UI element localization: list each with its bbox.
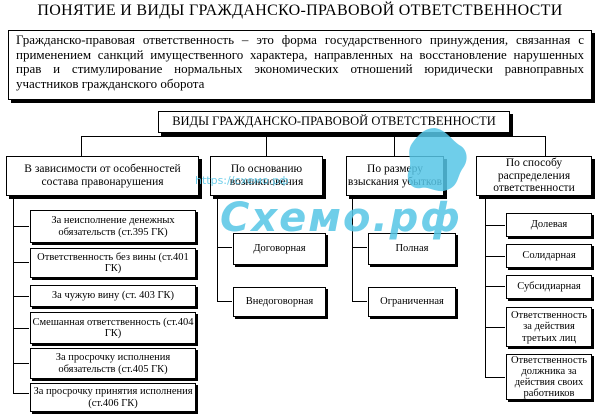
connector-line — [485, 256, 505, 257]
connector-line — [352, 199, 353, 301]
list-item-monetary-obligations: За неисполнение денежных обязательств (с… — [30, 210, 196, 243]
list-item-limited: Ограниченная — [368, 287, 456, 317]
connector-line — [334, 134, 335, 137]
connector-line — [217, 247, 232, 248]
list-item-joint: Солидарная — [506, 244, 592, 268]
connector-line — [485, 327, 505, 328]
list-item-third-parties: Ответственность за действия третьих лиц — [506, 307, 592, 347]
connector-line — [13, 226, 29, 227]
category-box-basis: По основанию возникновения — [210, 156, 323, 196]
connector-line — [13, 363, 29, 364]
types-header-box: ВИДЫ ГРАЖДАНСКО-ПРАВОВОЙ ОТВЕТСТВЕННОСТИ — [158, 111, 510, 133]
connector-line — [217, 199, 218, 301]
connector-line — [485, 225, 505, 226]
list-item-contractual: Договорная — [233, 233, 326, 265]
connector-line — [13, 393, 29, 394]
definition-box: Гражданско-правовая ответственность – эт… — [8, 30, 592, 100]
category-box-damages-size: По размеру взыскания убытков — [346, 156, 444, 196]
list-item-no-fault: Ответственность без вины (ст.401 ГК) — [30, 248, 196, 278]
connector-line — [485, 377, 505, 378]
connector-line — [81, 136, 545, 137]
list-item-performance-delay: За просрочку исполнения обязательств (ст… — [30, 348, 196, 379]
connector-line — [81, 136, 82, 156]
connector-line — [266, 136, 267, 156]
list-item-shared: Долевая — [506, 213, 592, 237]
connector-line — [13, 328, 29, 329]
list-item-subsidiary: Субсидиарная — [506, 275, 592, 299]
category-box-distribution: По способу распределения ответственности — [476, 156, 592, 196]
list-item-full: Полная — [368, 233, 456, 265]
connector-line — [394, 136, 395, 156]
category-box-composition: В зависимости от особенностей состава пр… — [6, 156, 199, 196]
list-item-acceptance-delay: За просрочку принятия исполнения (ст.406… — [30, 383, 196, 412]
connector-line — [352, 247, 367, 248]
list-item-others-fault: За чужую вину (ст. 403 ГК) — [30, 285, 196, 307]
connector-line — [352, 301, 367, 302]
connector-line — [485, 286, 505, 287]
list-item-mixed: Смешанная ответственность (ст.404 ГК) — [30, 312, 196, 344]
connector-line — [485, 199, 486, 377]
page-title: ПОНЯТИЕ И ВИДЫ ГРАЖДАНСКО-ПРАВОВОЙ ОТВЕТ… — [37, 2, 563, 19]
list-item-employees: Ответственность должника за действия сво… — [506, 354, 592, 400]
connector-line — [13, 262, 29, 263]
list-item-non-contractual: Внедоговорная — [233, 287, 326, 317]
connector-line — [217, 301, 232, 302]
connector-line — [545, 136, 546, 156]
connector-line — [13, 296, 29, 297]
